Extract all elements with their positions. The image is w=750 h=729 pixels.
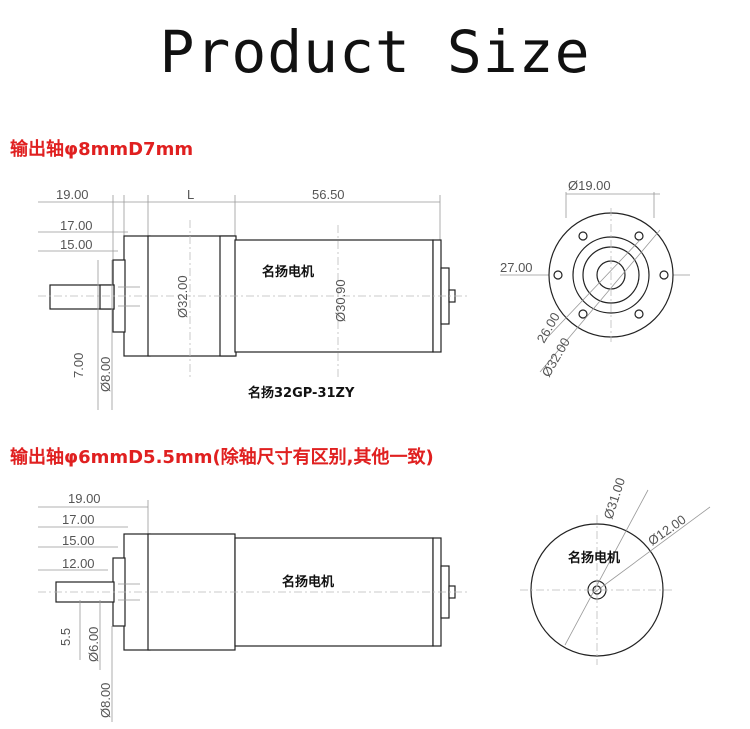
- motor2-front-view: [520, 489, 711, 665]
- front1-27: 27.00: [500, 260, 533, 275]
- dim2-d8: Ø8.00: [98, 683, 113, 718]
- dim1-d3090: Ø30.90: [333, 279, 348, 322]
- dim2-12: 12.00: [62, 556, 95, 571]
- page-title: Product Size: [159, 18, 591, 86]
- motor1-side-view: [38, 195, 470, 410]
- model1: 名扬32GP-31ZY: [248, 385, 355, 401]
- dim1-L: L: [187, 187, 194, 202]
- dim2-15: 15.00: [62, 533, 95, 548]
- section1-heading: 输出轴φ8mmD7mm: [10, 139, 194, 160]
- brand1: 名扬电机: [262, 264, 314, 280]
- front2-d12: Ø12.00: [645, 512, 689, 549]
- dim1-7: 7.00: [71, 353, 86, 378]
- dim2-19: 19.00: [68, 491, 101, 506]
- brand2: 名扬电机: [282, 574, 334, 590]
- dim2-d6: Ø6.00: [86, 627, 101, 662]
- dim2-55: 5.5: [58, 628, 73, 646]
- dim1-17: 17.00: [60, 218, 93, 233]
- motor1-front-view: [500, 192, 690, 373]
- motor2-side-view: [38, 500, 470, 722]
- dim1-d8: Ø8.00: [98, 357, 113, 392]
- front2-d31: Ø31.00: [601, 476, 628, 521]
- dim1-19: 19.00: [56, 187, 89, 202]
- section2-heading: 输出轴φ6mmD5.5mm(除轴尺寸有区别,其他一致): [10, 447, 434, 468]
- dim1-15: 15.00: [60, 237, 93, 252]
- dim1-5650: 56.50: [312, 187, 345, 202]
- front2-brand: 名扬电机: [568, 550, 620, 566]
- dim2-17: 17.00: [62, 512, 95, 527]
- front1-d19: Ø19.00: [568, 178, 611, 193]
- dim1-d32: Ø32.00: [175, 275, 190, 318]
